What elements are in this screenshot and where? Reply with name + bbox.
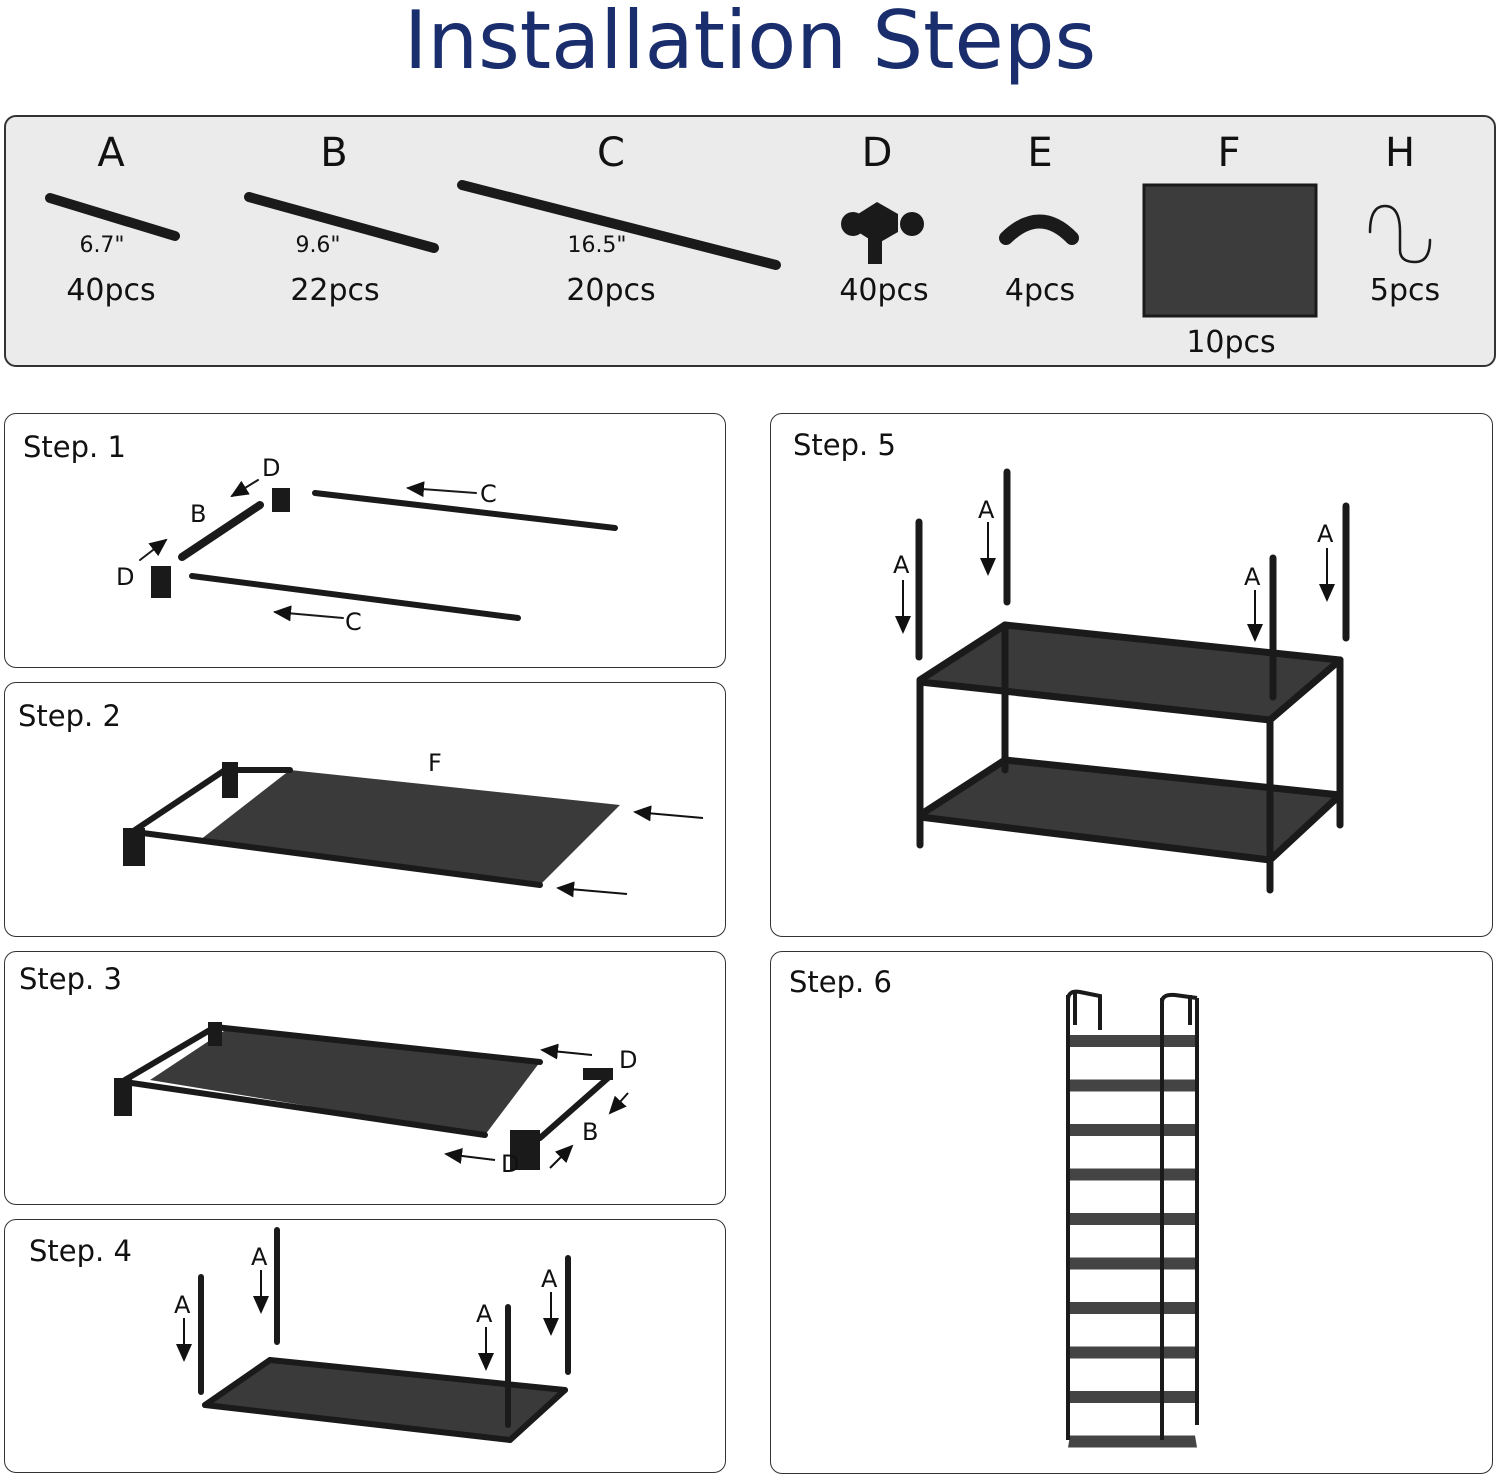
step-5-label: Step. 5 xyxy=(793,428,896,462)
rod-c-icon xyxy=(457,180,781,270)
shelf-fabric-f-icon xyxy=(1142,183,1318,318)
part-h-count: 5pcs xyxy=(1369,273,1441,308)
step-1-diagram xyxy=(139,479,618,622)
step-3-callout-d: D xyxy=(619,1046,637,1074)
step-4-callout-a: A xyxy=(251,1243,268,1271)
step-5-callout-a: A xyxy=(978,496,995,524)
part-h-label: H xyxy=(1384,130,1416,176)
step-3-label: Step. 3 xyxy=(19,962,122,996)
part-c-label: C xyxy=(597,130,625,176)
rack-shelf xyxy=(1068,1391,1197,1403)
step-2-label: Step. 2 xyxy=(18,699,121,733)
part-c-length: 16.5" xyxy=(567,233,627,258)
step-5-callout-a: A xyxy=(1317,520,1334,548)
step-2-diagram xyxy=(123,762,704,898)
step-5-callout-a: A xyxy=(1244,563,1261,591)
step-5-diagram xyxy=(895,468,1350,894)
part-f-count: 10pcs xyxy=(1186,325,1276,360)
rack-shelf xyxy=(1068,1124,1197,1136)
step-1-panel xyxy=(4,413,726,668)
part-b-length: 9.6" xyxy=(295,233,341,258)
part-b-label: B xyxy=(320,130,348,176)
step-4-label: Step. 4 xyxy=(29,1234,132,1268)
step-1-callout-d: D xyxy=(116,563,134,591)
rack-shelf xyxy=(1068,1346,1197,1359)
step-2-callout-f: F xyxy=(428,749,442,777)
part-a-count: 40pcs xyxy=(66,273,156,308)
step-4-callout-a: A xyxy=(174,1291,191,1319)
step-4-panel xyxy=(4,1219,726,1473)
step-4-callout-a: A xyxy=(476,1300,493,1328)
step-1-callout-b: B xyxy=(190,500,206,528)
step-1-callout-c: C xyxy=(345,608,362,636)
step-1-callout-d: D xyxy=(262,454,280,482)
step-1-callout-c: C xyxy=(480,480,497,508)
step-4-callout-a: A xyxy=(541,1265,558,1293)
part-e-count: 4pcs xyxy=(1004,273,1076,308)
rack-shelf xyxy=(1068,1035,1197,1047)
step-6-label: Step. 6 xyxy=(789,965,892,999)
step-4-diagram xyxy=(176,1227,571,1443)
part-e-label: E xyxy=(1027,130,1053,176)
rack-shelf xyxy=(1068,1435,1197,1448)
rack-top-frame xyxy=(1066,989,1198,1030)
part-d-count: 40pcs xyxy=(839,273,929,308)
step-6-tall-rack-diagram xyxy=(1066,989,1199,1448)
part-d-label: D xyxy=(861,130,893,176)
part-a-label: A xyxy=(97,130,125,176)
rack-shelf xyxy=(1068,1168,1197,1181)
part-f-label: F xyxy=(1217,130,1241,176)
elbow-e-icon xyxy=(999,214,1079,245)
step-5-callout-a: A xyxy=(893,551,910,579)
part-c-count: 20pcs xyxy=(566,273,656,308)
step-3-callout-b: B xyxy=(582,1118,598,1146)
rack-shelf xyxy=(1068,1257,1197,1270)
hook-h-icon xyxy=(1368,204,1432,264)
step-3-callout-d: D xyxy=(501,1150,519,1178)
rack-shelf xyxy=(1068,1079,1197,1092)
rack-shelf xyxy=(1068,1213,1197,1225)
step-1-label: Step. 1 xyxy=(23,430,126,464)
rack-shelf xyxy=(1068,1302,1197,1314)
rod-a-icon xyxy=(45,193,180,241)
part-b-count: 22pcs xyxy=(290,273,380,308)
connector-d-icon xyxy=(841,202,924,264)
part-a-length: 6.7" xyxy=(79,233,125,258)
page-title: Installation Steps xyxy=(403,0,1097,87)
rod-b-icon xyxy=(244,192,439,253)
step-3-diagram xyxy=(114,1022,629,1170)
